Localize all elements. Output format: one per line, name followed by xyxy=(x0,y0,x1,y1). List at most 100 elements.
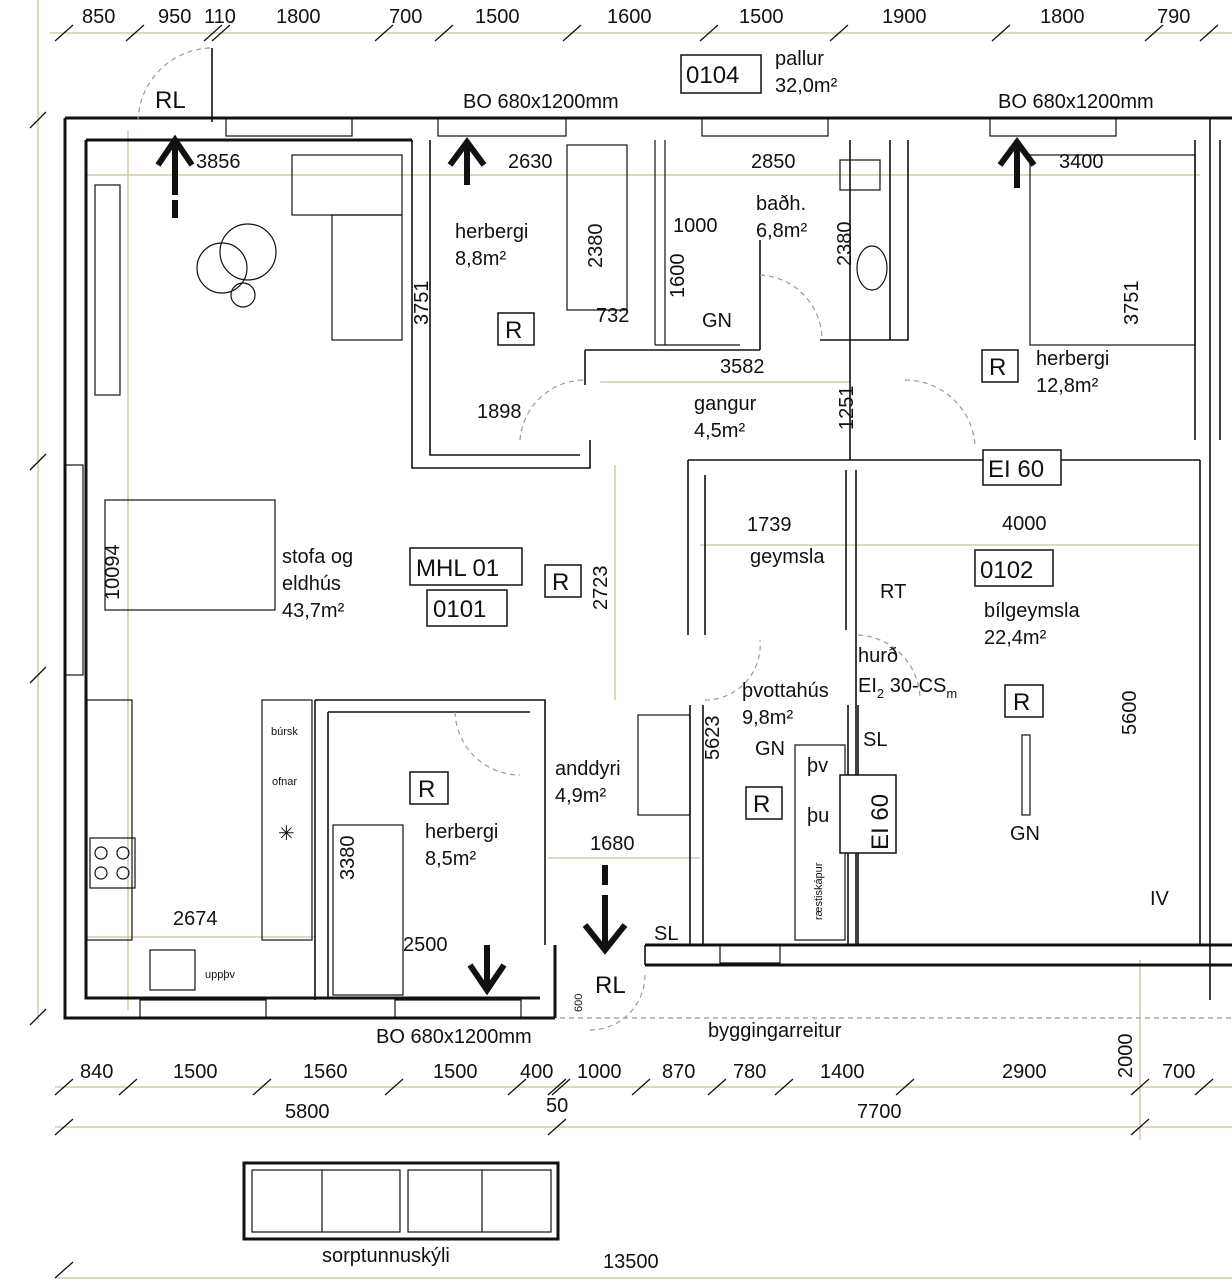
dim-2500: 2500 xyxy=(403,934,448,956)
arrow-down-icon xyxy=(582,865,628,955)
room-name-thvottahus: þvottahús xyxy=(742,680,829,702)
entry-arrows xyxy=(155,134,1037,996)
dim-870: 870 xyxy=(662,1061,695,1083)
room-area-gangur: 4,5m² xyxy=(694,420,745,442)
room-area-badh: 6,8m² xyxy=(756,220,807,242)
dim-400: 400 xyxy=(520,1061,553,1083)
dim-1000: 1000 xyxy=(577,1061,622,1083)
mhl-label: MHL 01 xyxy=(416,555,499,582)
dim-1739: 1739 xyxy=(747,514,792,536)
arrow-up-icon xyxy=(447,136,487,185)
dim-600: 600 xyxy=(573,994,585,1012)
room-area-herbergi-2: 12,8m² xyxy=(1036,375,1099,397)
bin-shelter xyxy=(242,1161,560,1241)
dim-700: 700 xyxy=(1162,1061,1195,1083)
dim-780: 780 xyxy=(733,1061,766,1083)
dim-1800: 1800 xyxy=(276,6,321,28)
dishwasher-label: uppþv xyxy=(205,969,235,981)
r-marker: R xyxy=(418,776,435,803)
walls xyxy=(63,116,1232,1020)
fire-rating-label: EI 60 xyxy=(988,456,1044,483)
room-name-herbergi-2: herbergi xyxy=(1036,348,1109,370)
dim-50: 50 xyxy=(546,1095,568,1117)
dim-1560: 1560 xyxy=(303,1061,348,1083)
furniture xyxy=(86,144,1196,996)
room-name-stofa: stofa og xyxy=(282,546,353,568)
room-area-pallur: 32,0m² xyxy=(775,75,838,97)
dim-13500: 13500 xyxy=(603,1251,659,1273)
room-name-anddyri: anddyri xyxy=(555,758,621,780)
dim-1500: 1500 xyxy=(173,1061,218,1083)
room-code-0104: 0104 xyxy=(686,62,739,89)
dim-3856: 3856 xyxy=(196,151,241,173)
fire-rating-label: EI 60 xyxy=(867,794,894,850)
dim-950: 950 xyxy=(158,6,191,28)
door-label: hurð xyxy=(858,645,898,667)
room-name-pallur: pallur xyxy=(775,48,824,70)
dim-1500: 1500 xyxy=(475,6,520,28)
window-label: BO 680x1200mm xyxy=(463,91,619,113)
r-marker: R xyxy=(505,317,522,344)
room-name-herbergi-3: herbergi xyxy=(425,821,498,843)
dim-3400: 3400 xyxy=(1059,151,1104,173)
door-rating-main: EI xyxy=(858,675,877,697)
dim-5623: 5623 xyxy=(702,716,724,761)
dim-1600: 1600 xyxy=(667,254,689,299)
dim-1500b: 1500 xyxy=(739,6,784,28)
room-area-herbergi-3: 8,5m² xyxy=(425,848,476,870)
dim-2723: 2723 xyxy=(590,566,612,611)
building-area-label: byggingarreitur xyxy=(708,1020,842,1042)
gn-label: GN xyxy=(755,738,785,760)
cooktop-icon: ✳ xyxy=(278,823,295,845)
r-marker: R xyxy=(1013,689,1030,716)
dim-3582: 3582 xyxy=(720,356,765,378)
dim-10094: 10094 xyxy=(102,544,124,600)
sl-label: SL xyxy=(863,729,887,751)
dim-3751b: 3751 xyxy=(1121,281,1143,326)
room-area-anddyri: 4,9m² xyxy=(555,785,606,807)
dimension-lines xyxy=(37,0,1232,1279)
door-rating-sub: 2 xyxy=(877,686,884,701)
r-marker: R xyxy=(753,791,770,818)
dim-1600: 1600 xyxy=(607,6,652,28)
rl-label: RL xyxy=(595,972,626,999)
dim-2850: 2850 xyxy=(751,151,796,173)
door-swings xyxy=(137,47,1232,1031)
room-name-eldhus: eldhús xyxy=(282,573,341,595)
dim-1251: 1251 xyxy=(836,386,858,431)
dim-3380: 3380 xyxy=(337,836,359,881)
unit-code-0101: 0101 xyxy=(433,596,486,623)
room-area-thvottahus: 9,8m² xyxy=(742,707,793,729)
dim-2380: 2380 xyxy=(585,224,607,269)
dim-3751: 3751 xyxy=(411,281,433,326)
room-area-herbergi-1: 8,8m² xyxy=(455,248,506,270)
rt-label: RT xyxy=(880,581,906,603)
inner-dimensions: 3856 2630 2850 3400 2380 1000 2380 1600 … xyxy=(102,151,1143,1012)
iv-label: IV xyxy=(1150,888,1170,910)
dim-732: 732 xyxy=(596,305,629,327)
dim-2380b: 2380 xyxy=(834,222,856,267)
washer-label: þv xyxy=(807,755,828,777)
dim-110: 110 xyxy=(204,6,236,28)
bottom-dimensions: 840 1500 1560 1500 400 1000 870 780 1400… xyxy=(80,1034,1195,1274)
r-markers: R R R R R R xyxy=(409,312,1044,820)
window-label: BO 680x1200mm xyxy=(998,91,1154,113)
dim-1898: 1898 xyxy=(477,401,522,423)
dryer-label: þu xyxy=(807,805,829,827)
dim-1900: 1900 xyxy=(882,6,927,28)
dim-4000: 4000 xyxy=(1002,513,1047,535)
sl-label: SL xyxy=(654,923,678,945)
dim-1800b: 1800 xyxy=(1040,6,1085,28)
dimension-ticks xyxy=(29,24,1219,1279)
room-name-herbergi-1: herbergi xyxy=(455,221,528,243)
room-area-bilgeymsla: 22,4m² xyxy=(984,627,1047,649)
room-name-bilgeymsla: bílgeymsla xyxy=(984,600,1080,622)
door-rating: EI2 30-CSm xyxy=(858,675,957,701)
cleaning-closet-label: ræstiskápur xyxy=(813,862,825,920)
ovens-label: ofnar xyxy=(272,776,297,788)
window-label: BO 680x1200mm xyxy=(376,1026,532,1048)
room-area-stofa: 43,7m² xyxy=(282,600,345,622)
bin-shelter-label: sorptunnuskýli xyxy=(322,1245,450,1267)
windows xyxy=(64,117,1117,1019)
